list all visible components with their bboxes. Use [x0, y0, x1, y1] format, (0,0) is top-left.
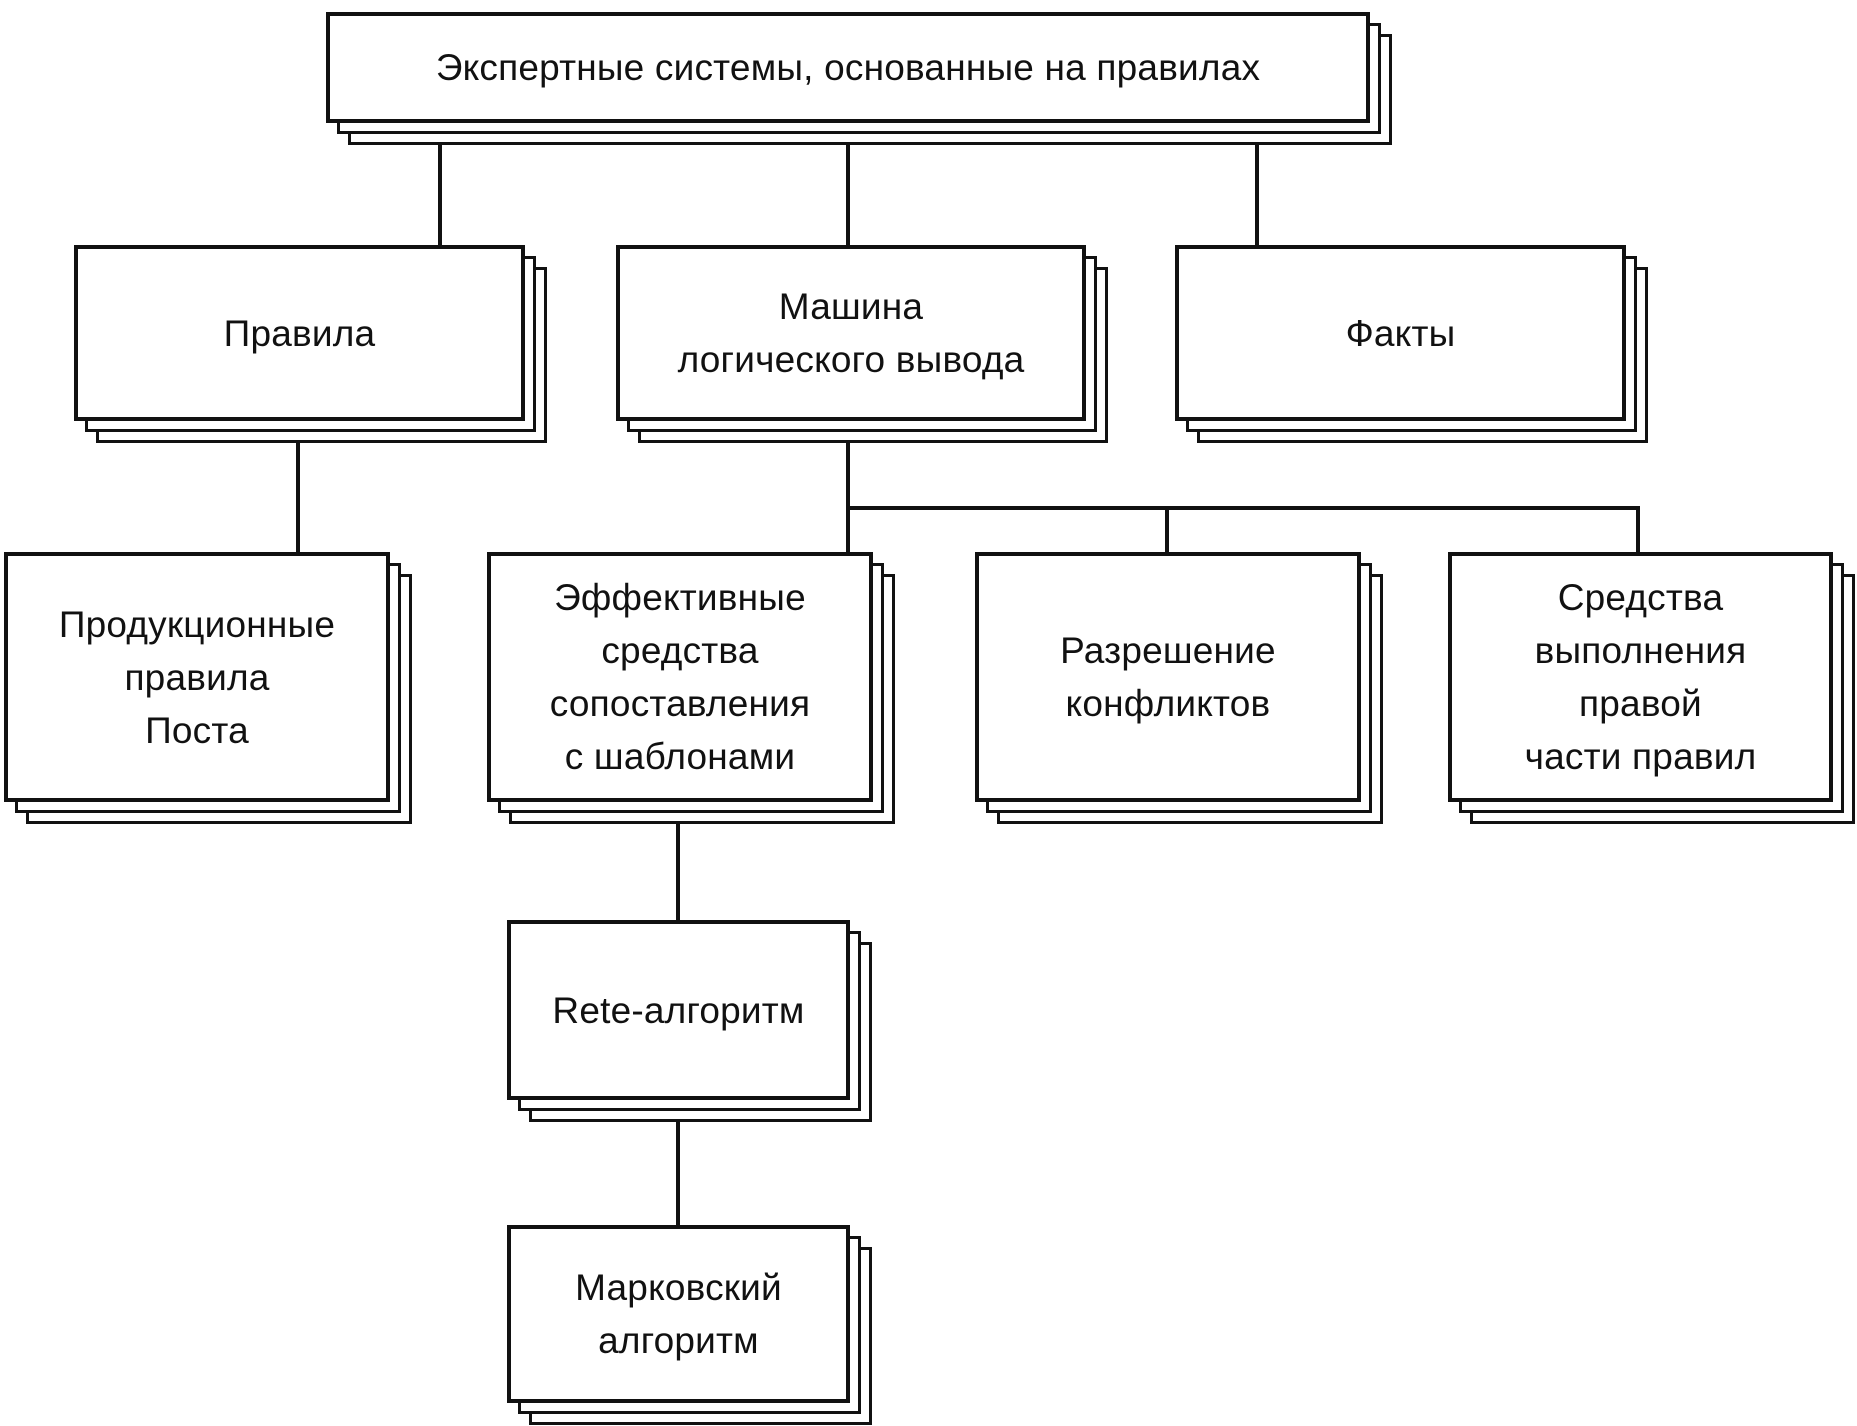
- node-root-label: Экспертные системы, основанные на правил…: [435, 47, 1261, 88]
- node-rules-label: Правила: [223, 312, 376, 354]
- node-markov-algorithm-label: Марковский алгоритм: [575, 1267, 782, 1361]
- node-post-production-rules: Продукционные правила Поста: [4, 552, 412, 824]
- node-pattern-matching: Эффективные средства сопоставления с шаб…: [487, 552, 895, 824]
- node-inference-engine: Машина логического вывода: [616, 245, 1108, 443]
- node-conflict-resolution: Разрешение конфликтов: [975, 552, 1383, 824]
- node-facts-label: Факты: [1345, 312, 1456, 354]
- node-rete-algorithm: Rete-алгоритм: [507, 920, 872, 1122]
- node-rhs-execution-label: Средства выполнения правой части правил: [1524, 577, 1757, 777]
- node-rules: Правила: [74, 245, 547, 443]
- node-inference-engine-label: Машина логического вывода: [677, 286, 1025, 380]
- node-rhs-execution: Средства выполнения правой части правил: [1448, 552, 1855, 824]
- node-facts: Факты: [1175, 245, 1648, 443]
- node-rete-algorithm-label: Rete-алгоритм: [552, 989, 805, 1031]
- node-markov-algorithm: Марковский алгоритм: [507, 1225, 872, 1425]
- node-conflict-resolution-label: Разрешение конфликтов: [1060, 630, 1276, 724]
- node-post-production-rules-label: Продукционные правила Поста: [58, 603, 336, 751]
- node-root: Экспертные системы, основанные на правил…: [326, 12, 1392, 145]
- node-pattern-matching-label: Эффективные средства сопоставления с шаб…: [549, 577, 811, 777]
